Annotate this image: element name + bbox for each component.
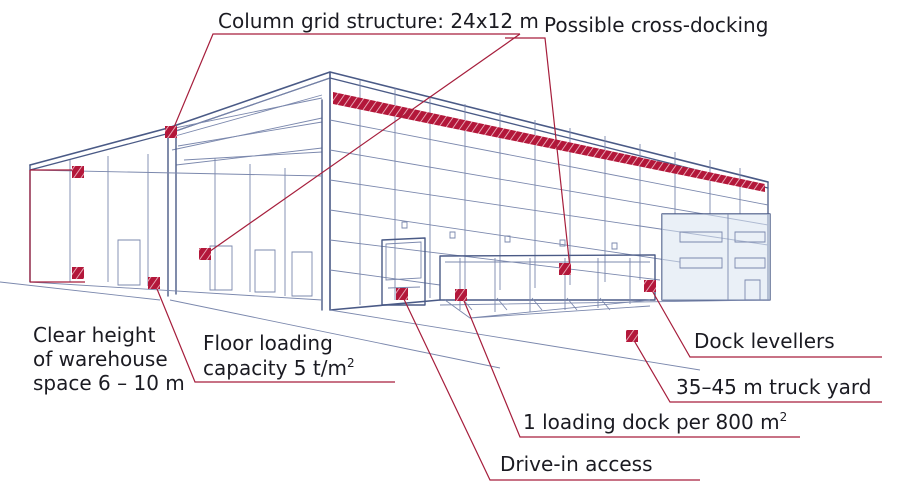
label-drive-in: Drive-in access [500, 452, 653, 476]
marker-cross-docking-right [559, 263, 571, 275]
label-floor-loading-line1: Floor loading [203, 331, 333, 355]
loading-dock-text: 1 loading dock per 800 m [523, 410, 780, 434]
label-loading-dock: 1 loading dock per 800 m2 [523, 410, 787, 434]
floor-loading-text: capacity 5 t/m [203, 356, 347, 380]
marker-truck-yard [626, 330, 638, 342]
marker-drive-in [396, 288, 408, 300]
label-floor-loading-line2: capacity 5 t/m2 [203, 356, 355, 380]
callout-labels: Column grid structure: 24x12 m Possible … [33, 9, 871, 476]
marker-cross-docking-left [199, 248, 211, 260]
callout-markers [72, 126, 656, 342]
loading-dock-superscript: 2 [780, 410, 788, 424]
marker-clear-height-bottom [72, 267, 84, 279]
label-clear-height-line1: Clear height [33, 323, 156, 347]
marker-loading-dock [455, 289, 467, 301]
marker-column-grid [165, 126, 177, 138]
warehouse-building [0, 71, 771, 371]
marker-floor-loading [148, 277, 160, 289]
label-dock-levellers: Dock levellers [694, 329, 835, 353]
label-clear-height-line3: space 6 – 10 m [33, 371, 185, 395]
leader-lines [29, 33, 882, 481]
marker-dock-levellers [644, 280, 656, 292]
label-cross-docking: Possible cross-docking [544, 13, 768, 37]
label-truck-yard: 35–45 m truck yard [676, 375, 871, 399]
label-column-grid: Column grid structure: 24x12 m [218, 9, 539, 33]
marker-clear-height-top [72, 166, 84, 178]
label-clear-height-line2: of warehouse [33, 347, 168, 371]
floor-loading-superscript: 2 [347, 356, 355, 370]
